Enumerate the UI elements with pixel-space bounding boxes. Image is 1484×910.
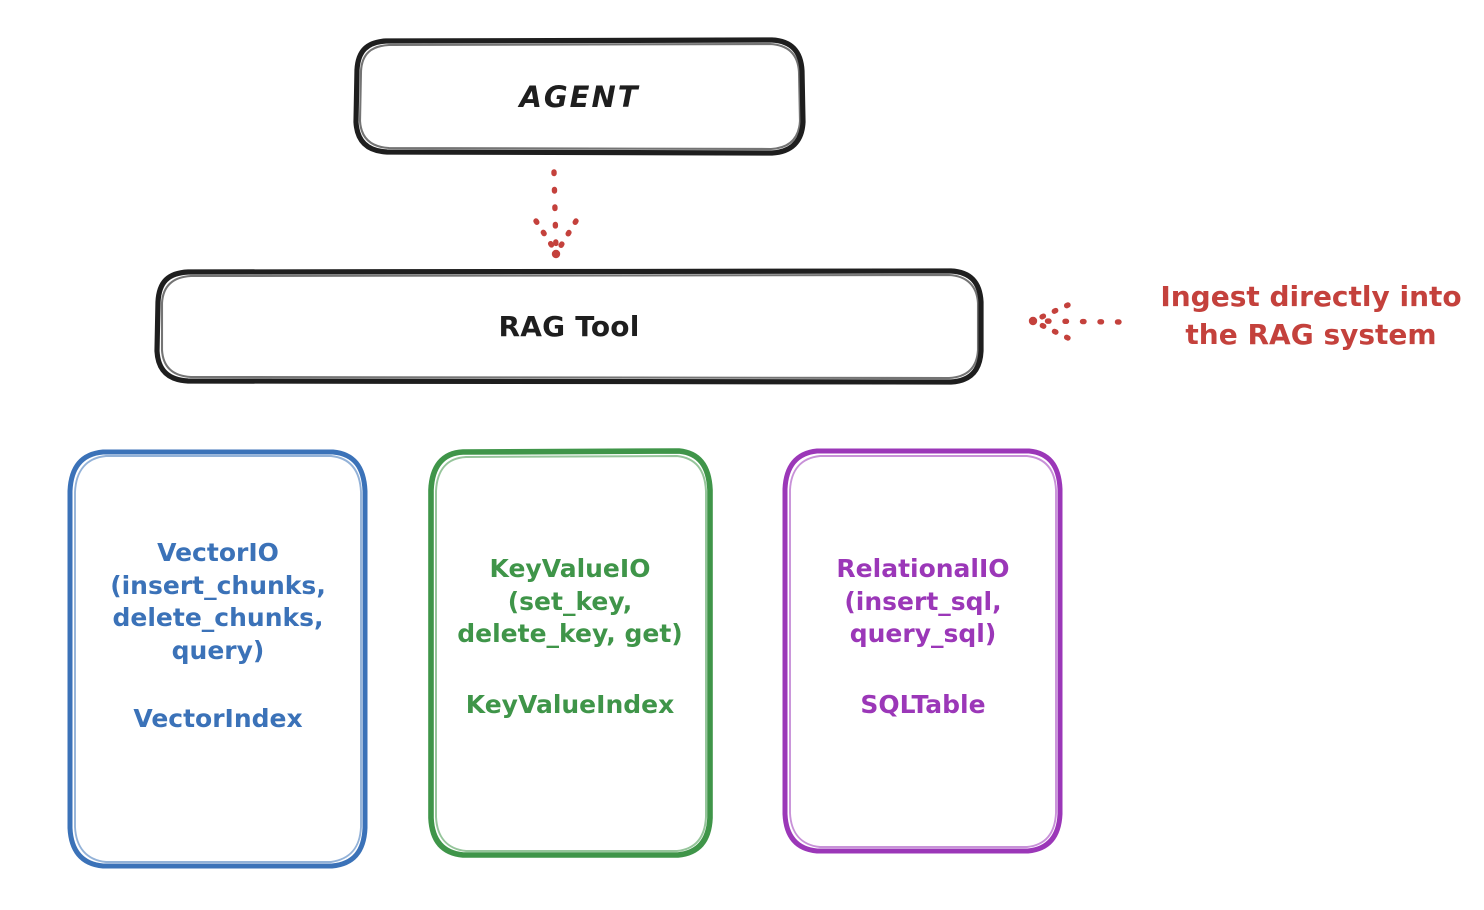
vector-store-api-label: VectorIO (insert_chunks, delete_chunks, … [110, 538, 326, 665]
keyvalue-store-api-label: KeyValueIO (set_key, delete_key, get) [457, 554, 683, 648]
keyvalue-store-index-label: KeyValueIndex [465, 689, 675, 719]
relational-store-node: RelationalIO (insert_sql, query_sql) SQL… [786, 553, 1060, 721]
rag-tool-node-label: RAG Tool [498, 310, 640, 343]
agent-node-label: AGENT [519, 79, 640, 114]
ingest-annotation-text: Ingest directly into the RAG system [1160, 280, 1462, 351]
keyvalue-store-node: KeyValueIO (set_key, delete_key, get) Ke… [430, 553, 710, 721]
relational-store-index-label: SQLTable [860, 689, 986, 719]
edge-note-to-rag-tool [1028, 302, 1122, 341]
vector-store-index-label: VectorIndex [133, 704, 303, 733]
relational-store-api-label: RelationalIO (insert_sql, query_sql) [836, 554, 1010, 648]
vector-store-node: VectorIO (insert_chunks, delete_chunks, … [72, 537, 364, 736]
edge-agent-to-rag-tool [533, 169, 579, 259]
